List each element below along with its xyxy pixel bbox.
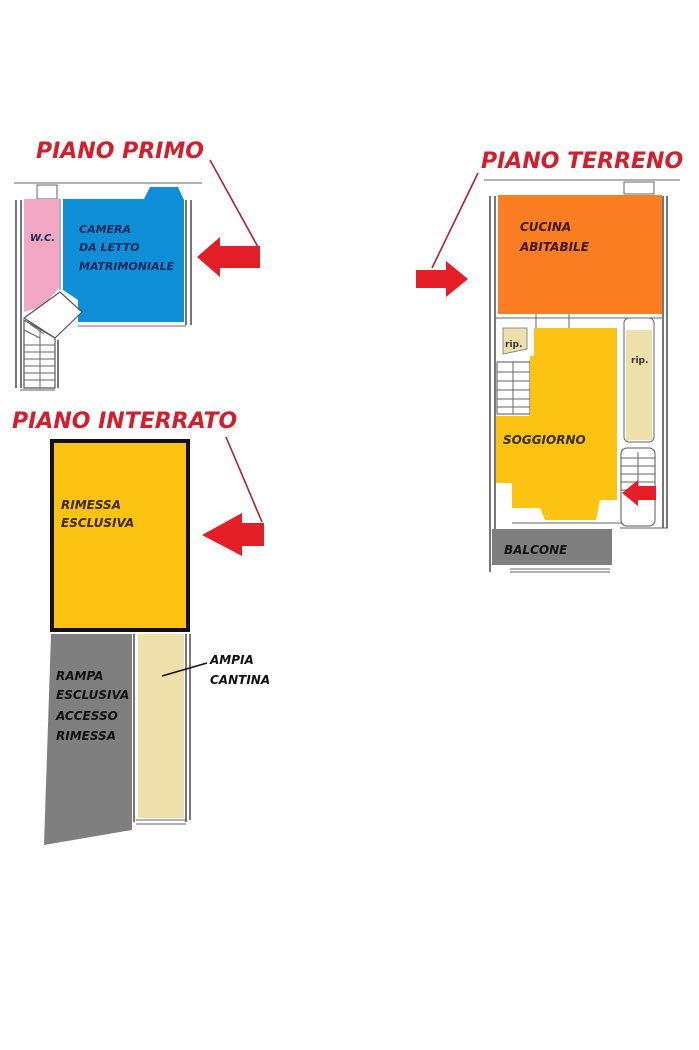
- shaft: [623, 181, 655, 195]
- wc-label: W.C.: [30, 233, 55, 244]
- pointer-line: [225, 436, 263, 523]
- arrow-left-icon: [202, 513, 264, 556]
- piano-terreno-section: PIANO TERRENO CUCINA ABITABILE rip.: [416, 149, 683, 573]
- pointer-line: [209, 159, 259, 248]
- bedroom-label-2: DA LETTO: [79, 241, 140, 254]
- staircase-left: [496, 361, 531, 415]
- ramp-label-3: ACCESSO: [55, 709, 118, 723]
- garage-room: [50, 439, 190, 632]
- living-room: [496, 328, 617, 520]
- entrance-arrow-icon: [622, 480, 656, 506]
- garage-label-1: RIMESSA: [61, 498, 121, 512]
- leader-line: [161, 662, 208, 677]
- arrow-left-icon: [197, 237, 260, 277]
- storage-right-room: [626, 330, 652, 440]
- balcony-label: BALCONE: [504, 543, 568, 557]
- bedroom-room: [63, 187, 184, 322]
- piano-primo-title: PIANO PRIMO: [36, 139, 204, 164]
- cellar-room: [138, 634, 184, 818]
- cellar-label-1: AMPIA: [209, 653, 254, 667]
- bedroom-label-3: MATRIMONIALE: [79, 260, 175, 273]
- balcony-room: [492, 529, 612, 565]
- bedroom-label-1: CAMERA: [79, 223, 131, 236]
- piano-interrato-section: PIANO INTERRATO RIMESSA ESCLUSIVA RAMPA …: [12, 409, 270, 845]
- pointer-line: [431, 172, 479, 269]
- kitchen-label-2: ABITABILE: [519, 240, 590, 254]
- ramp-label-1: RAMPA: [56, 669, 103, 683]
- living-room-label: SOGGIORNO: [503, 433, 586, 447]
- garage-label-2: ESCLUSIVA: [61, 516, 134, 530]
- ramp-label-4: RIMESSA: [56, 729, 116, 743]
- piano-primo-section: PIANO PRIMO W.C. CAMERA DA LETTO MATRIMO…: [14, 139, 260, 391]
- wc-room: [24, 199, 59, 312]
- kitchen-room: [498, 195, 662, 314]
- ramp-label-2: ESCLUSIVA: [56, 688, 129, 702]
- piano-interrato-title: PIANO INTERRATO: [12, 409, 237, 434]
- shaft: [36, 184, 58, 200]
- storage-left-room: [502, 327, 528, 355]
- piano-terreno-title: PIANO TERRENO: [481, 149, 683, 174]
- kitchen-label-1: CUCINA: [520, 220, 571, 234]
- staircase: [20, 291, 83, 391]
- arrow-right-icon: [416, 261, 468, 297]
- storage-left-label: rip.: [505, 340, 522, 350]
- ramp-area: [44, 634, 132, 845]
- storage-right-label: rip.: [631, 356, 648, 366]
- cellar-label-2: CANTINA: [210, 673, 270, 687]
